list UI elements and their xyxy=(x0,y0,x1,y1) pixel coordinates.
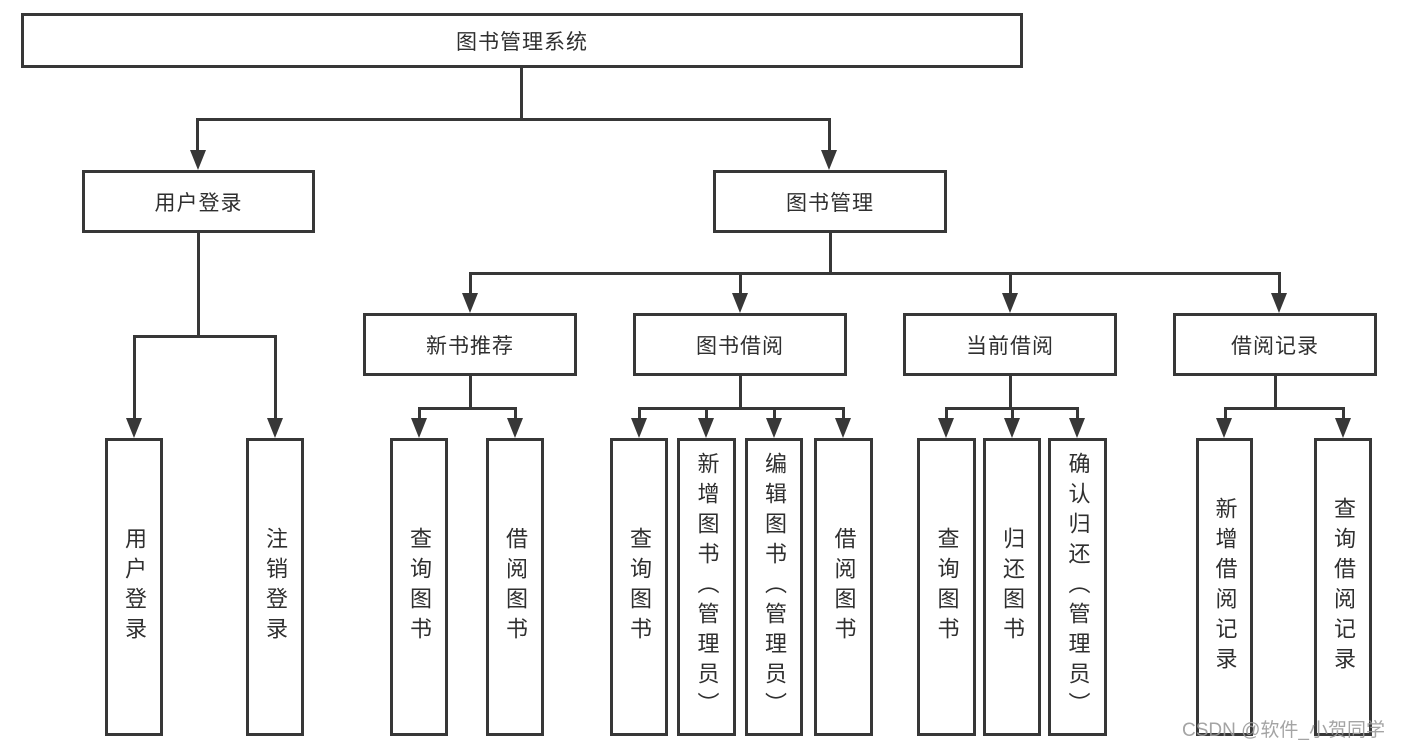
arrowhead-down-icon xyxy=(1335,418,1351,438)
leaf-borrow-book: 借阅图书 xyxy=(814,438,873,736)
arrowhead-down-icon xyxy=(766,418,782,438)
node-book-borrowing: 图书借阅 xyxy=(633,313,847,376)
connector-line xyxy=(469,272,472,296)
connector-line xyxy=(829,233,832,275)
connector-line xyxy=(197,118,831,121)
leaf-confirm-return-admin: 确认归还（管理员） xyxy=(1048,438,1107,736)
leaf-add-book-admin: 新增图书（管理员） xyxy=(677,438,736,736)
connector-line xyxy=(842,407,845,420)
arrowhead-down-icon xyxy=(1069,418,1085,438)
connector-line xyxy=(469,272,1280,275)
connector-line xyxy=(133,335,276,338)
arrowhead-down-icon xyxy=(732,293,748,313)
connector-line xyxy=(520,68,523,121)
arrowhead-down-icon xyxy=(190,150,206,170)
connector-line xyxy=(197,233,200,338)
node-user-login: 用户登录 xyxy=(82,170,315,233)
connector-line xyxy=(1009,272,1012,296)
node-library-management-system: 图书管理系统 xyxy=(21,13,1023,68)
leaf-query-book-recommend: 查询图书 xyxy=(390,438,448,736)
connector-line xyxy=(1011,407,1014,420)
arrowhead-down-icon xyxy=(821,150,837,170)
leaf-return-book: 归还图书 xyxy=(983,438,1041,736)
connector-line xyxy=(274,335,277,420)
connector-line xyxy=(1342,407,1345,420)
leaf-add-borrow-record: 新增借阅记录 xyxy=(1196,438,1253,736)
connector-line xyxy=(945,407,948,420)
node-new-book-recommendation: 新书推荐 xyxy=(363,313,577,376)
arrowhead-down-icon xyxy=(1271,293,1287,313)
connector-line xyxy=(739,376,742,410)
arrowhead-down-icon xyxy=(507,418,523,438)
arrowhead-down-icon xyxy=(462,293,478,313)
connector-line xyxy=(1274,376,1277,409)
arrowhead-down-icon xyxy=(631,418,647,438)
connector-line xyxy=(196,118,199,154)
connector-line xyxy=(1076,407,1079,420)
arrowhead-down-icon xyxy=(835,418,851,438)
leaf-edit-book-admin: 编辑图书（管理员） xyxy=(745,438,803,736)
connector-line xyxy=(828,118,831,154)
connector-line xyxy=(705,407,708,420)
leaf-query-book-current: 查询图书 xyxy=(917,438,976,736)
node-current-borrowing: 当前借阅 xyxy=(903,313,1117,376)
leaf-query-book-borrowing: 查询图书 xyxy=(610,438,668,736)
arrowhead-down-icon xyxy=(126,418,142,438)
node-book-management: 图书管理 xyxy=(713,170,947,233)
connector-line xyxy=(1224,407,1344,410)
connector-line xyxy=(418,407,421,420)
arrowhead-down-icon xyxy=(938,418,954,438)
connector-line xyxy=(638,407,641,420)
connector-line xyxy=(1224,407,1227,420)
leaf-logout: 注销登录 xyxy=(246,438,304,736)
connector-line xyxy=(514,407,517,420)
leaf-borrow-book-recommend: 借阅图书 xyxy=(486,438,544,736)
connector-line xyxy=(469,376,472,410)
arrowhead-down-icon xyxy=(698,418,714,438)
connector-line xyxy=(739,272,742,296)
arrowhead-down-icon xyxy=(1002,293,1018,313)
leaf-query-borrow-record: 查询借阅记录 xyxy=(1314,438,1372,736)
connector-line xyxy=(1278,272,1281,296)
connector-line xyxy=(133,335,136,420)
arrowhead-down-icon xyxy=(267,418,283,438)
connector-line xyxy=(1009,376,1012,410)
arrowhead-down-icon xyxy=(1216,418,1232,438)
csdn-watermark: CSDN @软件_小贺同学 xyxy=(1182,720,1385,741)
connector-line xyxy=(638,407,844,410)
arrowhead-down-icon xyxy=(1004,418,1020,438)
connector-line xyxy=(418,407,516,410)
node-borrowing-records: 借阅记录 xyxy=(1173,313,1377,376)
leaf-user-login: 用户登录 xyxy=(105,438,163,736)
arrowhead-down-icon xyxy=(411,418,427,438)
connector-line xyxy=(773,407,776,420)
